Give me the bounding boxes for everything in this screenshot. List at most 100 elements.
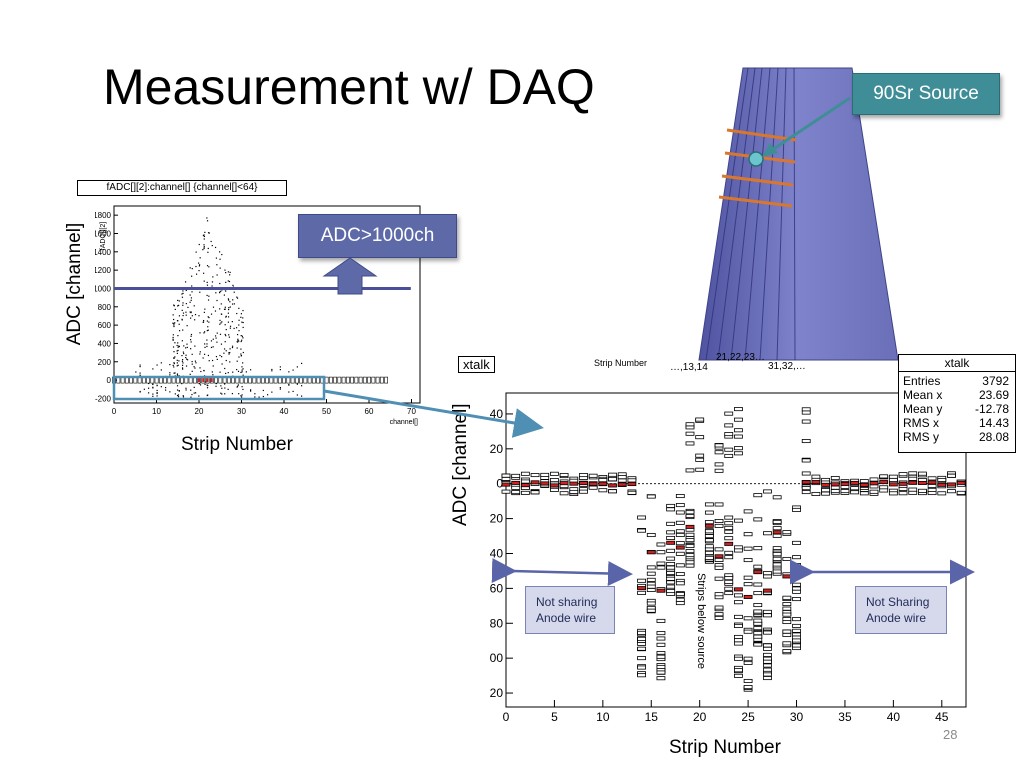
data-point <box>194 345 196 347</box>
pedestal-box <box>354 376 359 384</box>
data-box <box>656 542 666 547</box>
data-point <box>229 274 231 276</box>
data-point <box>229 327 231 329</box>
data-point <box>174 356 176 358</box>
data-box <box>724 550 734 555</box>
data-point <box>173 362 175 364</box>
data-point <box>193 386 195 388</box>
data-point <box>241 386 243 388</box>
data-point <box>208 266 210 268</box>
data-point <box>242 362 244 364</box>
data-point <box>240 316 242 318</box>
data-box <box>840 489 850 494</box>
data-box <box>675 581 685 586</box>
data-point <box>245 371 247 373</box>
pedestal-box <box>163 376 168 384</box>
data-point <box>206 387 209 389</box>
data-point <box>195 273 198 275</box>
data-point <box>169 391 171 393</box>
data-box <box>714 468 724 473</box>
data-point <box>220 343 223 345</box>
pedestal-box <box>384 376 389 384</box>
right-xtick-label: 0 <box>503 710 510 724</box>
data-point <box>182 396 185 398</box>
data-point <box>186 325 188 327</box>
data-point <box>173 305 176 307</box>
pedestal-box <box>277 376 282 384</box>
pedestal-box <box>299 376 304 384</box>
data-box <box>550 478 559 483</box>
data-box <box>763 667 772 672</box>
data-point <box>173 366 175 368</box>
right-xtick-label: 5 <box>551 710 558 724</box>
left-ytick-label: 1400 <box>95 248 112 257</box>
data-box <box>675 510 685 515</box>
data-point <box>250 369 252 371</box>
pedestal-box <box>175 376 180 384</box>
data-box <box>704 534 714 539</box>
mean-mark <box>937 482 947 487</box>
data-point <box>238 324 240 326</box>
data-point <box>240 340 242 343</box>
mean-mark <box>763 588 772 593</box>
data-point <box>182 292 184 294</box>
data-point <box>232 284 234 286</box>
data-point <box>221 387 223 389</box>
pedestal-box <box>265 376 270 384</box>
right-xtick-label: 35 <box>838 710 852 724</box>
data-point <box>233 303 235 305</box>
data-box <box>734 446 743 451</box>
data-box <box>937 491 947 496</box>
data-point <box>267 394 269 396</box>
data-point <box>208 316 210 319</box>
left-ytick-label: 0 <box>107 376 112 385</box>
data-point <box>191 275 193 277</box>
data-box <box>588 485 598 490</box>
data-point <box>172 314 174 316</box>
data-point <box>240 371 242 374</box>
data-box <box>695 435 705 440</box>
data-box <box>704 550 714 555</box>
pedestal-box <box>337 376 342 384</box>
data-point <box>216 341 218 343</box>
data-point <box>223 352 225 354</box>
data-point <box>176 394 179 397</box>
data-point <box>200 370 202 373</box>
data-box <box>646 533 656 538</box>
data-box <box>608 477 617 482</box>
data-point <box>178 345 180 347</box>
data-point <box>220 322 222 324</box>
data-box <box>646 588 656 593</box>
data-point <box>199 291 201 293</box>
adc-threshold-callout: ADC>1000ch <box>298 214 457 258</box>
data-point <box>225 328 227 331</box>
data-point <box>224 333 226 336</box>
mean-mark <box>520 483 530 488</box>
data-box <box>666 589 676 594</box>
data-point <box>225 316 227 318</box>
data-box <box>511 473 521 478</box>
data-box <box>782 606 792 611</box>
mean-mark <box>772 530 782 535</box>
data-point <box>227 316 230 318</box>
data-point <box>190 341 192 343</box>
data-point <box>292 390 294 393</box>
data-point <box>194 367 196 369</box>
data-box <box>782 641 792 646</box>
data-box <box>724 576 734 581</box>
data-box <box>637 646 646 651</box>
data-point <box>229 271 231 273</box>
data-point <box>219 333 222 335</box>
data-point <box>176 362 178 364</box>
data-point <box>242 309 244 312</box>
data-point <box>199 257 201 259</box>
data-box <box>685 538 695 543</box>
data-box <box>666 584 676 589</box>
data-point <box>181 340 183 342</box>
data-box <box>763 531 772 536</box>
data-point <box>271 368 273 371</box>
data-point <box>148 387 150 389</box>
data-point <box>224 383 226 385</box>
data-box <box>879 488 889 493</box>
